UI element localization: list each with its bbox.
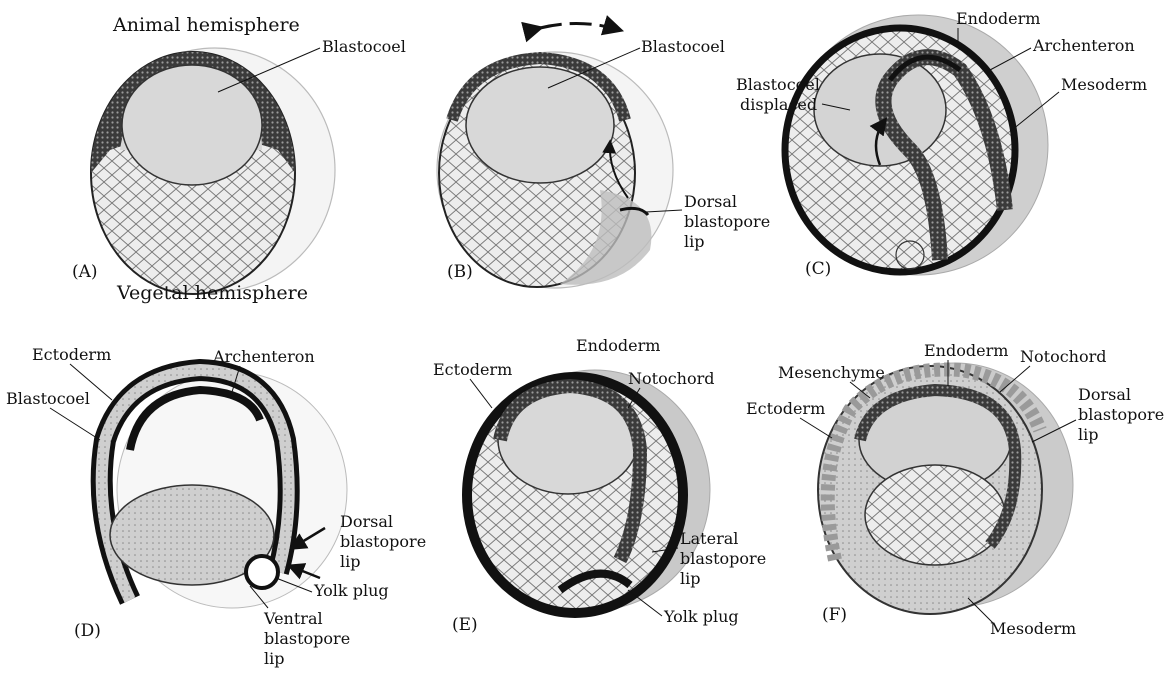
panel-d-label-ventral-blastopore: blastopore (264, 629, 350, 648)
panel-b: (B) Blastocoel Dorsal blastopore lip (437, 23, 770, 288)
panel-e-leader-ectoderm (470, 379, 492, 408)
panel-e-label-yolk-plug: Yolk plug (663, 607, 739, 626)
panel-e-tag: (E) (452, 615, 478, 635)
panel-e-label-lateral: Lateral (680, 529, 738, 548)
panel-c-label-blastocoel: Blastocoel (736, 75, 820, 94)
panel-b-tag: (B) (447, 262, 473, 282)
panel-f-label-endoderm: Endoderm (924, 341, 1008, 360)
panel-d: (D) Ectoderm Archenteron Blastocoel Dors… (6, 345, 426, 668)
panel-b-label-dorsal: Dorsal (684, 192, 737, 211)
panel-f-tag: (F) (822, 605, 847, 625)
panel-f-label-mesoderm: Mesoderm (990, 619, 1076, 638)
panel-c-label-displaced: displaced (740, 95, 817, 114)
panel-c-tag: (C) (805, 259, 831, 279)
panel-f-label-mesenchyme: Mesenchyme (778, 363, 885, 382)
panel-a-label-blastocoel: Blastocoel (322, 37, 406, 56)
panel-d-label-ventral-lip: lip (264, 649, 284, 668)
panel-e-label-lip: lip (680, 569, 700, 588)
panel-d-leader-blastocoel (50, 408, 100, 440)
panel-d-label-dorsal: Dorsal (340, 512, 393, 531)
panel-a-label-vegetal-hemisphere: Vegetal hemisphere (116, 282, 308, 304)
panel-d-label-archenteron: Archenteron (212, 347, 315, 366)
panel-b-epiboly-arrow (540, 23, 620, 30)
panel-b-blastocoel-cavity (466, 67, 614, 183)
panel-b-label-blastocoel: Blastocoel (641, 37, 725, 56)
panel-a-label-animal-hemisphere: Animal hemisphere (112, 14, 300, 36)
panel-e-label-blastopore: blastopore (680, 549, 766, 568)
panel-e: (E) Endoderm Ectoderm Notochord Lateral … (433, 336, 766, 635)
panel-e-label-endoderm: Endoderm (576, 336, 660, 355)
panel-f-yolk (865, 465, 1005, 565)
panel-d-tag: (D) (74, 621, 101, 641)
panel-d-label-yolk-plug: Yolk plug (313, 581, 389, 600)
panel-c-label-endoderm: Endoderm (956, 9, 1040, 28)
panel-b-label-lip: lip (684, 232, 704, 251)
panel-a-blastocoel-cavity (122, 65, 262, 185)
panel-f: (F) Endoderm Mesenchyme Notochord Dorsal… (746, 341, 1164, 638)
panel-e-label-notochord: Notochord (628, 369, 714, 388)
panel-a: (A) Animal hemisphere Blastocoel Vegetal… (72, 14, 406, 304)
panel-c: (C) Endoderm Archenteron Blastocoel disp… (736, 9, 1147, 279)
panel-d-label-lip: lip (340, 552, 360, 571)
panel-f-label-lip: lip (1078, 425, 1098, 444)
panel-c-label-archenteron: Archenteron (1032, 36, 1135, 55)
panel-f-label-blastopore: blastopore (1078, 405, 1164, 424)
panel-d-yolk-plug (246, 556, 278, 588)
panel-f-label-ectoderm: Ectoderm (746, 399, 825, 418)
panel-d-label-blastocoel: Blastocoel (6, 389, 90, 408)
panel-d-label-blastopore: blastopore (340, 532, 426, 551)
panel-f-label-dorsal: Dorsal (1078, 385, 1131, 404)
panel-a-tag: (A) (72, 262, 98, 282)
panel-f-leader-ectoderm (800, 418, 832, 438)
panel-d-label-ventral: Ventral (263, 609, 323, 628)
panel-b-label-blastopore: blastopore (684, 212, 770, 231)
panel-f-label-notochord: Notochord (1020, 347, 1106, 366)
panel-c-label-mesoderm: Mesoderm (1061, 75, 1147, 94)
panel-e-label-ectoderm: Ectoderm (433, 360, 512, 379)
panel-d-label-ectoderm: Ectoderm (32, 345, 111, 364)
